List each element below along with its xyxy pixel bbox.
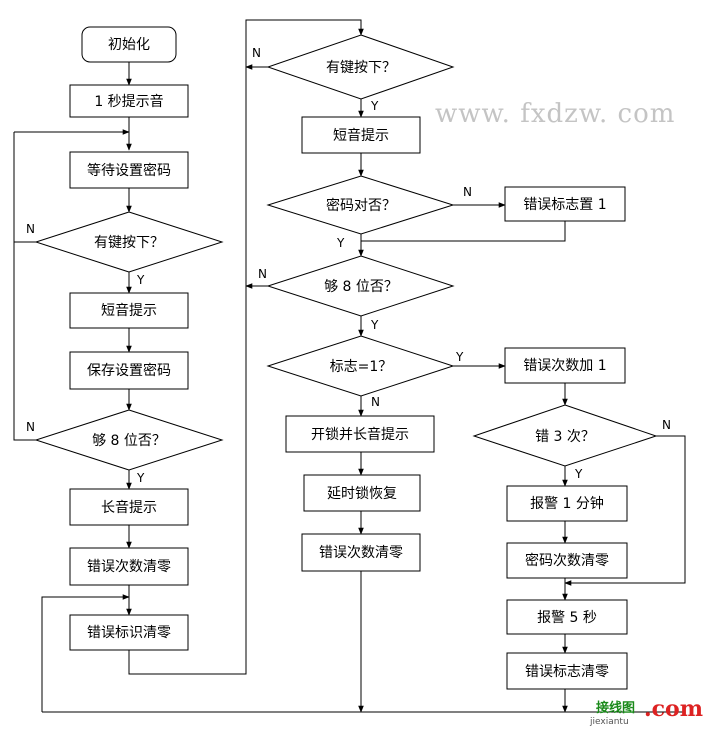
logo-dot-text: .com xyxy=(644,696,703,722)
label-no: N xyxy=(26,222,35,236)
node-eight-q1-label: 够 8 位否？ xyxy=(92,433,166,449)
node-wait-set-pw xyxy=(69,151,189,189)
node-pw-ok-q-label: 密码对否？ xyxy=(326,197,396,214)
node-err-count-add xyxy=(504,347,626,384)
label-no: N xyxy=(26,420,35,434)
node-err-count-add-label: 错误次数加 1 xyxy=(523,358,606,374)
node-key-q2-label: 有键按下？ xyxy=(326,60,396,76)
node-clear-err-flag xyxy=(506,652,628,690)
label-yes: Y xyxy=(370,318,379,332)
node-clear-err-id xyxy=(69,614,189,651)
connectors xyxy=(13,19,686,713)
node-beep1s xyxy=(69,84,189,118)
label-yes: Y xyxy=(336,236,345,250)
node-init-label: 初始化 xyxy=(108,36,150,53)
node-save-pw-label: 保存设置密码 xyxy=(87,362,171,379)
node-err-3-q-label: 错 3 次？ xyxy=(535,429,595,445)
node-flag-q xyxy=(266,335,455,397)
node-wait-set-pw-label: 等待设置密码 xyxy=(87,162,171,179)
node-unlock-long-label: 开锁并长音提示 xyxy=(311,426,409,443)
node-pw-ok-q xyxy=(266,175,455,235)
label-yes: Y xyxy=(136,471,145,485)
node-eight-q2-label: 够 8 位否？ xyxy=(324,279,398,295)
node-pw-count-clear xyxy=(506,542,628,579)
node-alarm-5s xyxy=(506,599,628,635)
node-pw-count-clear-label: 密码次数清零 xyxy=(525,552,609,569)
node-short-tone1 xyxy=(69,292,189,329)
node-set-err-flag-label: 错误标志置 1 xyxy=(523,197,606,213)
node-clear-err-count2 xyxy=(301,533,421,572)
logo-cn-text: 接线图 xyxy=(596,700,635,716)
node-clear-err-count1 xyxy=(69,547,189,586)
label-yes: Y xyxy=(574,467,583,481)
label-yes: Y xyxy=(370,99,379,113)
node-key-q1 xyxy=(34,211,224,273)
node-long-tone-label: 长音提示 xyxy=(101,499,157,516)
label-no: N xyxy=(371,395,380,409)
node-unlock-long xyxy=(285,415,435,453)
node-alarm-1min xyxy=(506,485,628,522)
node-key-q1-label: 有键按下？ xyxy=(94,235,164,251)
node-short-tone1-label: 短音提示 xyxy=(101,302,157,319)
node-alarm-1min-label: 报警 1 分钟 xyxy=(530,495,604,512)
node-err-3-q xyxy=(472,404,658,467)
label-no: N xyxy=(662,418,671,432)
label-yes: Y xyxy=(136,273,145,287)
node-delay-restore xyxy=(303,474,421,512)
node-clear-err-flag-label: 错误标志清零 xyxy=(525,664,609,680)
node-key-q2 xyxy=(266,34,455,100)
node-save-pw xyxy=(69,351,189,390)
node-clear-err-id-label: 错误标识清零 xyxy=(87,625,171,641)
node-short-tone2 xyxy=(301,116,421,154)
node-short-tone2-label: 短音提示 xyxy=(333,127,389,144)
node-long-tone xyxy=(69,488,189,526)
node-beep1s-label: 1 秒提示音 xyxy=(94,93,163,110)
label-no: N xyxy=(258,267,267,281)
site-logo: 接线图 .com jiexiantu xyxy=(589,696,703,727)
logo-en-text: jiexiantu xyxy=(589,717,629,727)
node-alarm-5s-label: 报警 5 秒 xyxy=(537,610,597,626)
node-eight-q1 xyxy=(34,409,224,471)
node-clear-err-count2-label: 错误次数清零 xyxy=(319,545,403,561)
node-set-err-flag xyxy=(504,186,626,222)
node-init xyxy=(81,26,177,63)
node-eight-q2 xyxy=(266,255,455,317)
label-no: N xyxy=(252,46,261,60)
watermark-text: www. fxdzw. com xyxy=(435,99,675,129)
node-delay-restore-label: 延时锁恢复 xyxy=(327,485,397,502)
node-flag-q-label: 标志=1？ xyxy=(330,359,393,375)
label-yes: Y xyxy=(455,350,464,364)
node-clear-err-count1-label: 错误次数清零 xyxy=(87,559,171,575)
label-no: N xyxy=(463,185,472,199)
